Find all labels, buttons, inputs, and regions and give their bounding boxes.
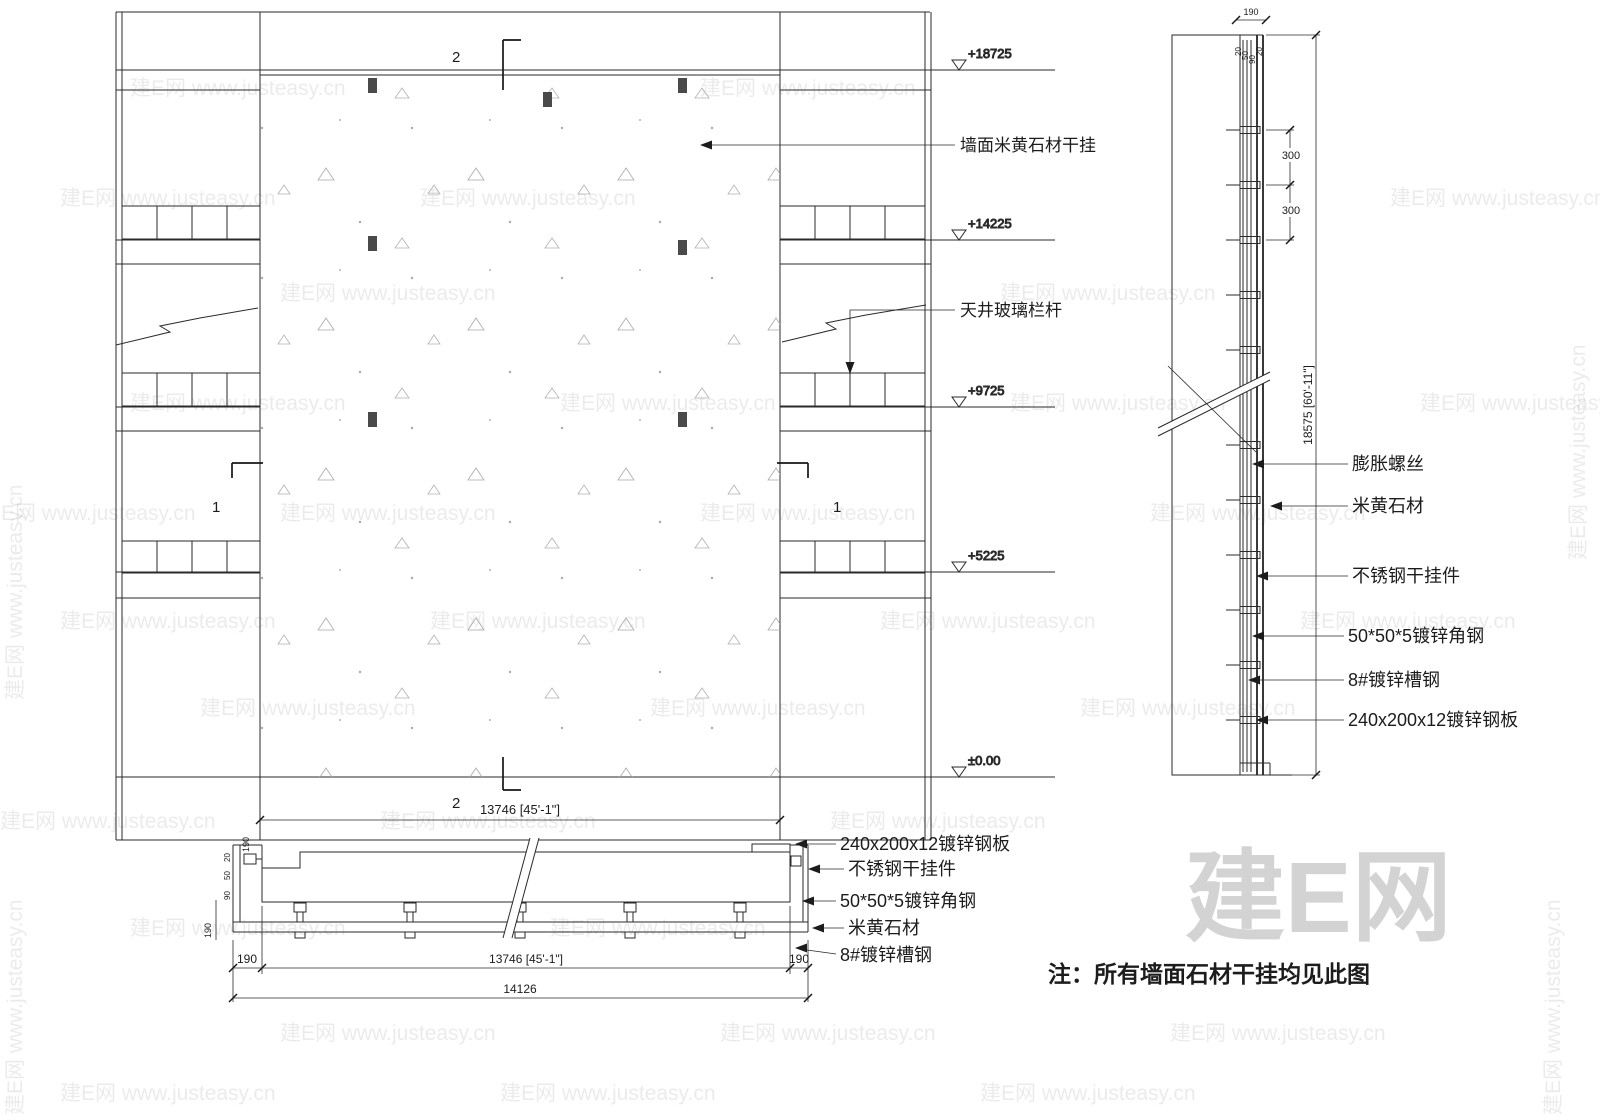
section-cut-marker-right: 1 xyxy=(777,462,841,516)
leader-arrow-icon xyxy=(812,923,824,933)
plan-callouts: 240x200x12镀锌钢板 不锈钢干挂件 50*50*5镀锌角钢 米黄石材 8… xyxy=(795,834,1010,965)
section-top-dims: 190 20 50 90 20 xyxy=(1231,7,1271,64)
dim-label: 13746 [45'-1"] xyxy=(489,952,563,966)
section-cut-number: 2 xyxy=(452,795,460,812)
level-label: ±0.00 xyxy=(968,753,1000,768)
section-cut-marker-bottom: 2 xyxy=(452,757,521,812)
leader-arrow-icon xyxy=(1252,459,1264,469)
dim-label: 20 xyxy=(1234,47,1243,56)
callout-label: 240x200x12镀锌钢板 xyxy=(840,834,1010,854)
callout-label: 墙面米黄石材干挂 xyxy=(960,136,1096,155)
plan-break-icon xyxy=(502,837,540,939)
callout-label: 不锈钢干挂件 xyxy=(1352,566,1460,586)
dim-label: 190 xyxy=(203,923,213,938)
dim-label: 13746 [45'-1"] xyxy=(480,802,560,817)
slab-band-dividers xyxy=(156,206,886,573)
dim-label: 18575 [60'-11"] xyxy=(1301,365,1315,445)
section-concrete-wall xyxy=(1171,34,1241,776)
section-cut-marker-left: 1 xyxy=(212,462,263,516)
plan-left-end-cap xyxy=(215,844,263,940)
elevation-width-dimension: 13746 [45'-1"] xyxy=(255,782,785,826)
section-cut-number: 1 xyxy=(212,499,220,516)
dim-label: 300 xyxy=(1282,150,1300,162)
joint-markers xyxy=(368,78,687,427)
section-assembly-lines xyxy=(1240,34,1292,776)
callout-label: 50*50*5镀锌角钢 xyxy=(1348,626,1484,646)
plan-detail: 190 20 50 90 190 240x200x12镀锌钢板 不锈钢干挂件 5… xyxy=(203,834,1010,1003)
dim-label: 20 xyxy=(1255,47,1264,56)
plan-right-end-cap xyxy=(789,844,809,932)
section-cut-marker-top: 2 xyxy=(452,39,521,90)
callout-label: 天井玻璃栏杆 xyxy=(960,301,1062,320)
dim-label: 300 xyxy=(1282,205,1300,217)
general-note: 注：所有墙面石材干挂均见此图 xyxy=(1048,961,1370,987)
section-height-dim: 18575 [60'-11"] xyxy=(1266,30,1321,780)
leader-arrow-icon xyxy=(1252,631,1264,641)
dim-label: 190 xyxy=(241,837,251,852)
hanger-bracket-icon xyxy=(403,902,417,939)
dim-label: 190 xyxy=(1243,7,1258,17)
callout-label: 不锈钢干挂件 xyxy=(848,859,956,879)
callout-label: 膨胀螺丝 xyxy=(1352,454,1424,474)
dim-label: 14126 xyxy=(503,982,537,996)
elevation-view: 2 2 1 1 +18725 +14225 +972 xyxy=(115,11,1096,841)
watermark-logo: 建E网 xyxy=(1185,842,1452,954)
callout-label: 8#镀锌槽钢 xyxy=(1348,670,1440,690)
level-label: +18725 xyxy=(968,46,1012,61)
leader-arrow-icon xyxy=(795,839,807,849)
callout-label: 50*50*5镀锌角钢 xyxy=(840,891,976,911)
dim-label: 90 xyxy=(223,891,232,900)
plan-dimensions: 190 13746 [45'-1"] 190 14126 xyxy=(228,906,813,1003)
level-label: +9725 xyxy=(968,383,1005,398)
level-markers: +18725 +14225 +9725 +5225 ±0.00 xyxy=(951,46,1012,778)
section-detail: 190 20 50 90 20 300 300 1857 xyxy=(1157,7,1518,780)
leader-arrow-icon xyxy=(1248,675,1260,685)
plan-steel-plate xyxy=(751,843,791,853)
section-cut-number: 1 xyxy=(833,499,841,516)
callout-wall-stone: 墙面米黄石材干挂 xyxy=(700,136,1096,155)
callout-label: 240x200x12镀锌钢板 xyxy=(1348,710,1518,730)
stone-wall-grid xyxy=(259,74,781,778)
callout-glass-railing: 天井玻璃栏杆 xyxy=(845,301,1062,374)
dim-label: 190 xyxy=(789,952,809,966)
break-line-icon xyxy=(115,307,259,346)
callout-label: 8#镀锌槽钢 xyxy=(840,945,932,965)
section-cut-number: 2 xyxy=(452,49,460,66)
section-callouts: 膨胀螺丝 米黄石材 不锈钢干挂件 50*50*5镀锌角钢 8#镀锌槽钢 240x… xyxy=(1248,454,1518,730)
dim-label: 20 xyxy=(223,853,232,862)
level-label: +5225 xyxy=(968,548,1005,563)
callout-label: 米黄石材 xyxy=(1352,496,1424,516)
level-label: +14225 xyxy=(968,216,1012,231)
dim-label: 90 xyxy=(1248,55,1257,64)
break-line-icon xyxy=(781,304,927,343)
dim-label: 50 xyxy=(223,871,232,880)
dim-label: 190 xyxy=(237,952,257,966)
watermark-layer: 建E网 xyxy=(0,77,1600,1115)
callout-label: 米黄石材 xyxy=(848,918,920,938)
leader-arrow-icon xyxy=(808,864,820,874)
leader-arrow-icon xyxy=(845,362,855,374)
section-break-icon xyxy=(1157,365,1271,453)
plan-layer-dims: 190 20 50 90 190 xyxy=(203,837,251,938)
dim-label: 50 xyxy=(1241,51,1250,60)
section-spacing-dims: 300 300 xyxy=(1266,125,1304,245)
